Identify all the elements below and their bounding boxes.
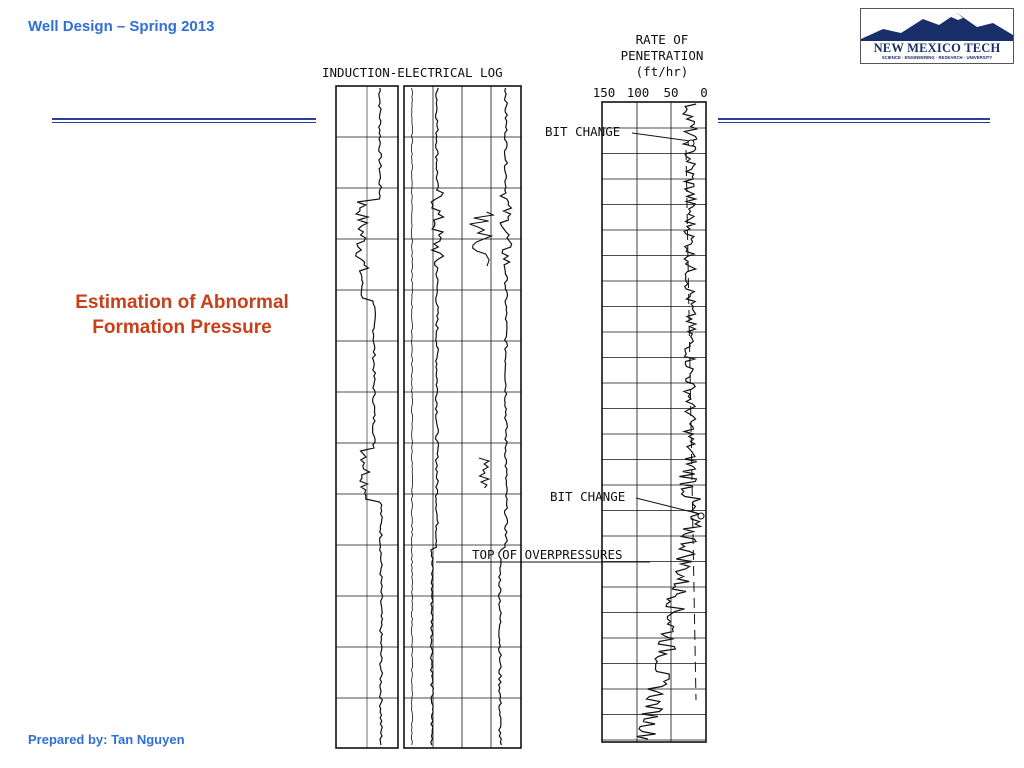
bit-change-lower-marker (697, 512, 705, 520)
track-2-baseline (410, 87, 414, 746)
bit-change-lower-leader (635, 497, 701, 515)
bit-change-upper-leader (631, 132, 691, 142)
rop-tick-100: 100 (627, 85, 650, 100)
log-grid-lines (336, 86, 706, 748)
slide-title: Estimation of Abnormal Formation Pressur… (40, 290, 324, 340)
rop-title-line1: RATE OF (636, 32, 689, 47)
bit-change-upper-label: BIT CHANGE (545, 124, 620, 139)
conductivity-spikes-lower (478, 457, 491, 489)
log-curves (354, 87, 703, 746)
header-title: Well Design – Spring 2013 (28, 18, 215, 35)
left-rule (52, 118, 316, 120)
rop-units: (ft/hr) (636, 64, 689, 79)
rop-curve (636, 103, 703, 740)
logo-tagline: SCIENCE · ENGINEERING · RESEARCH · UNIVE… (881, 55, 993, 60)
conductivity-spikes-upper (469, 211, 496, 267)
footer-prepared-by: Prepared by: Tan Nguyen (28, 732, 185, 747)
track-2-frame (403, 85, 522, 749)
normal-trend-line (685, 149, 697, 701)
right-rule-thin (718, 122, 990, 123)
log-title: INDUCTION-ELECTRICAL LOG (322, 65, 503, 80)
mountain-logo-icon (861, 13, 1013, 41)
left-rule-thin (52, 122, 316, 123)
logo-name: NEW MEXICO TECH (873, 41, 1001, 55)
slide-title-line1: Estimation of Abnormal (75, 292, 289, 313)
top-of-overpressures-label: TOP OF OVERPRESSURES (472, 547, 623, 562)
resistivity-curve-deep (429, 87, 446, 746)
bit-change-upper-marker (687, 139, 695, 147)
rop-tick-50: 50 (663, 85, 678, 100)
right-rule (718, 118, 990, 120)
rop-tick-150: 150 (593, 85, 616, 100)
bit-change-lower-label: BIT CHANGE (550, 489, 625, 504)
sp-curve (354, 87, 384, 746)
resistivity-curve-shallow (497, 87, 513, 746)
rop-track-frame (601, 101, 707, 743)
rop-title-line2: PENETRATION (621, 48, 704, 63)
slide-title-line2: Formation Pressure (92, 317, 272, 338)
rop-tick-0: 0 (700, 85, 708, 100)
new-mexico-tech-logo: NEW MEXICO TECH SCIENCE · ENGINEERING · … (860, 8, 1014, 64)
